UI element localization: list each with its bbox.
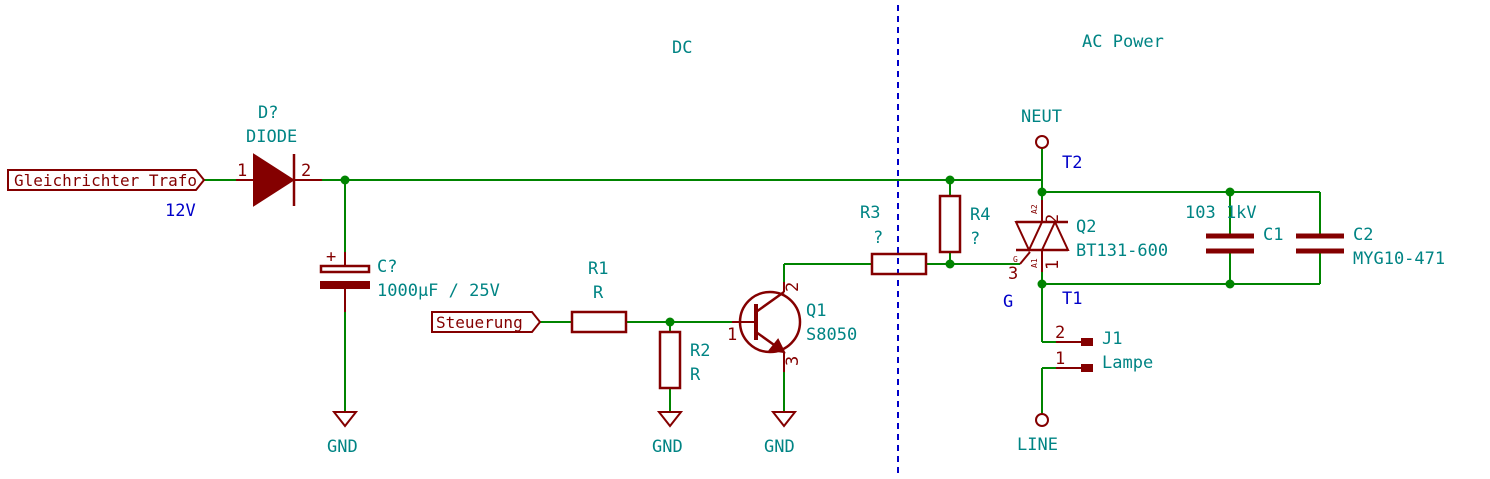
- svg-text:S8050: S8050: [806, 325, 857, 345]
- cap-value: 1000µF / 25V: [377, 281, 500, 301]
- diode-value: DIODE: [246, 127, 297, 147]
- capacitor-electrolytic: + C? 1000µF / 25V: [319, 247, 500, 312]
- svg-text:GND: GND: [764, 437, 795, 457]
- svg-text:GND: GND: [327, 437, 358, 457]
- resistor-r3: R3 ?: [860, 203, 928, 276]
- svg-text:J1: J1: [1102, 329, 1122, 349]
- svg-text:R4: R4: [970, 205, 990, 225]
- svg-text:R3: R3: [860, 203, 880, 223]
- connector-j1: 2 1 J1 Lampe: [1055, 323, 1153, 373]
- gnd-symbol-q1: GND: [764, 411, 798, 457]
- svg-text:Q2: Q2: [1076, 217, 1096, 237]
- resistor-r2: R2 R: [658, 330, 710, 390]
- port-gleichrichter-trafo: Gleichrichter_Trafo: [7, 169, 206, 191]
- svg-text:G: G: [1013, 255, 1018, 264]
- gnd-symbol-r2: GND: [652, 411, 684, 457]
- resistor-r4: R4 ?: [938, 194, 990, 254]
- port-steuerung: Steuerung: [431, 311, 542, 333]
- svg-text:?: ?: [970, 229, 980, 249]
- svg-text:A1: A1: [1030, 258, 1039, 268]
- svg-text:1: 1: [1043, 260, 1063, 270]
- svg-text:Lampe: Lampe: [1102, 353, 1153, 373]
- net-label-t1: T1: [1062, 289, 1082, 309]
- svg-text:R1: R1: [588, 259, 608, 279]
- svg-text:NEUT: NEUT: [1021, 107, 1062, 127]
- power-neut: NEUT: [1021, 107, 1062, 149]
- svg-text:1: 1: [727, 325, 737, 345]
- svg-text:Steuerung: Steuerung: [436, 313, 523, 332]
- svg-text:Q1: Q1: [806, 301, 826, 321]
- svg-text:2: 2: [783, 282, 803, 292]
- wires: [204, 148, 1321, 414]
- svg-text:C2: C2: [1353, 225, 1373, 245]
- svg-text:Gleichrichter_Trafo: Gleichrichter_Trafo: [14, 171, 197, 190]
- svg-text:R: R: [690, 365, 701, 385]
- dc-section-label: DC: [672, 38, 692, 58]
- svg-text:?: ?: [873, 228, 883, 248]
- svg-text:LINE: LINE: [1017, 435, 1058, 455]
- diode-ref: D?: [258, 103, 278, 123]
- capacitor-c1: 103 1kV C1: [1185, 203, 1283, 254]
- triac-q2: 2 1 3 A2 A1 G Q2 BT131-600: [1008, 200, 1168, 284]
- svg-text:+: +: [326, 247, 336, 267]
- junctions: [340, 175, 1235, 327]
- svg-text:A2: A2: [1030, 204, 1039, 214]
- svg-text:GND: GND: [652, 437, 683, 457]
- net-label-12v: 12V: [165, 201, 196, 221]
- net-label-g: G: [1003, 292, 1013, 312]
- svg-text:R2: R2: [690, 341, 710, 361]
- cap-ref: C?: [377, 257, 397, 277]
- svg-text:2: 2: [301, 161, 311, 181]
- svg-text:1: 1: [237, 161, 247, 181]
- svg-text:R: R: [593, 283, 604, 303]
- svg-text:3: 3: [1008, 264, 1018, 284]
- net-label-t2: T2: [1062, 153, 1082, 173]
- svg-text:3: 3: [783, 356, 803, 366]
- svg-text:MYG10-471: MYG10-471: [1353, 249, 1445, 269]
- svg-text:2: 2: [1055, 323, 1065, 343]
- svg-text:103 1kV: 103 1kV: [1185, 203, 1257, 223]
- resistor-r1: R1 R: [570, 259, 628, 334]
- capacitor-c2: C2 MYG10-471: [1296, 225, 1445, 269]
- transistor-q1: 1 2 3 Q1 S8050: [727, 282, 857, 372]
- svg-text:2: 2: [1043, 214, 1063, 224]
- gnd-symbol-cap: GND: [327, 411, 359, 457]
- diode-d: 1 2 D? DIODE: [236, 103, 322, 207]
- svg-text:BT131-600: BT131-600: [1076, 241, 1168, 261]
- svg-text:C1: C1: [1263, 225, 1283, 245]
- svg-text:1: 1: [1055, 349, 1065, 369]
- power-line: LINE: [1017, 413, 1058, 455]
- ac-section-label: AC Power: [1082, 32, 1164, 52]
